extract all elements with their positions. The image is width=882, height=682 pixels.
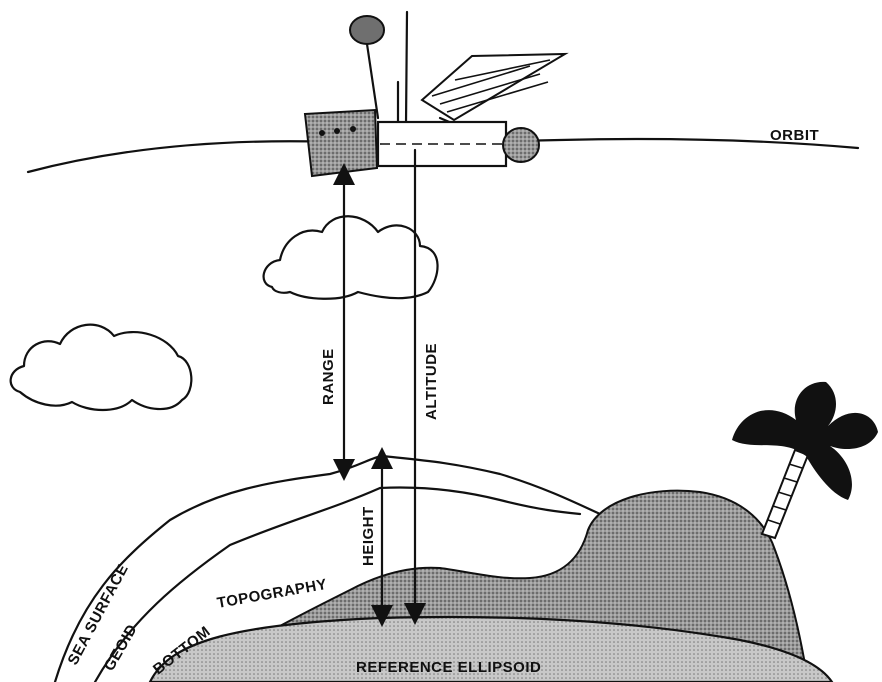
satellite-antenna-icon — [349, 15, 385, 45]
satellite-instrument-box — [303, 108, 379, 178]
geoid-label: GEOID — [101, 621, 141, 674]
reference-ellipsoid — [148, 615, 834, 682]
range-label: RANGE — [320, 348, 337, 405]
topography-label: TOPOGRAPHY — [216, 576, 329, 612]
height-label: HEIGHT — [360, 506, 377, 566]
cloud-left — [9, 323, 193, 411]
palm-tree-icon — [732, 381, 878, 540]
satellite-end-cap — [502, 127, 540, 163]
reference-ellipsoid-label: REFERENCE ELLIPSOID — [356, 659, 541, 676]
satellite-mast — [404, 10, 409, 126]
orbit-label: ORBIT — [770, 127, 819, 144]
cloud-upper — [262, 215, 439, 300]
geoid-line — [93, 486, 582, 682]
solar-panel-icon — [420, 52, 569, 126]
altitude-label: ALTITUDE — [423, 343, 440, 420]
